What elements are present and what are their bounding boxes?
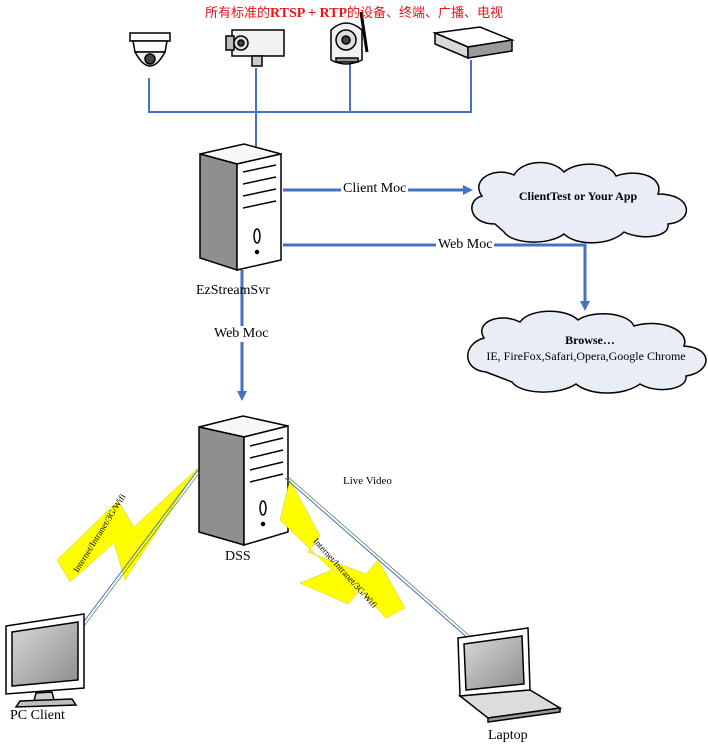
web-moc-browser-connector (283, 243, 590, 311)
pc-monitor-icon (5, 613, 85, 708)
diagram-title: 所有标准的RTSP + RTP的设备、终端、广播、电视 (0, 2, 708, 22)
title-suffix: 的设备、终端、广播、电视 (347, 6, 504, 21)
dome-camera-icon (129, 32, 171, 67)
wifi-camera-icon (330, 11, 369, 65)
title-plus: + (304, 6, 320, 21)
lightning-bolt-left (56, 467, 199, 583)
title-prefix: 所有标准的 (204, 6, 270, 21)
title-rtp: RTP (319, 6, 348, 21)
browser-cloud (467, 310, 707, 394)
browse-title-label: Browse… (565, 333, 615, 347)
dss-label: DSS (225, 549, 251, 564)
client-app-cloud-label: ClientTest or Your App (518, 189, 638, 203)
network-link-pc (56, 467, 201, 643)
live-video-label: Live Video (343, 475, 392, 487)
title-rtsp: RTSP (269, 6, 305, 21)
ezstream-server-icon (199, 143, 282, 272)
lightning-bolt-right (279, 479, 406, 619)
box-camera-icon (225, 29, 285, 67)
device-bus (148, 60, 472, 152)
network-link-laptop (279, 475, 473, 641)
laptop-label: Laptop (488, 728, 528, 743)
web-moc-browser-label: Web Moc (436, 237, 495, 253)
web-moc-dss-label: Web Moc (212, 326, 271, 342)
dss-server-icon (198, 415, 289, 547)
laptop-icon (457, 627, 563, 723)
ezstream-label: EzStreamSvr (196, 283, 270, 298)
client-app-cloud (471, 161, 687, 244)
browse-list-label: IE, FireFox,Safari,Opera,Google Chrome (486, 349, 686, 363)
pc-client-label: PC Client (10, 708, 65, 723)
encoder-box-icon (432, 26, 515, 60)
client-moc-label: Client Moc (341, 181, 409, 197)
